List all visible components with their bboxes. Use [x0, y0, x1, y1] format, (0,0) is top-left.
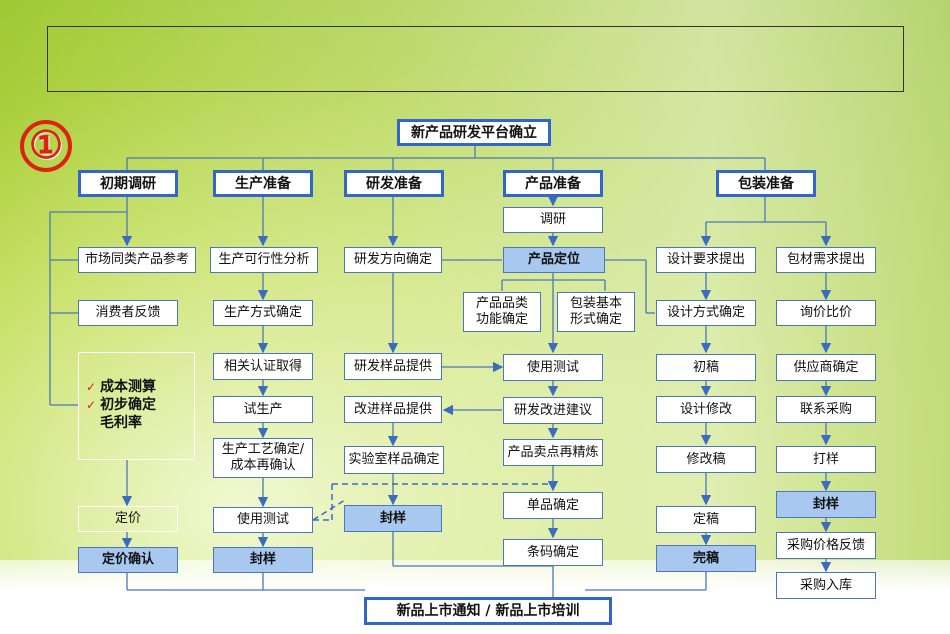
col5-right-6: 采购价格反馈: [776, 532, 876, 559]
col5-left-0: 设计要求提出: [656, 247, 756, 273]
col4-item-7: 单品确定: [503, 492, 603, 519]
check-icon: ✓: [86, 380, 97, 394]
col5-right-3: 联系采购: [776, 396, 876, 423]
step-number: ①: [20, 120, 72, 172]
col1-item-0: 市场同类产品参考: [78, 247, 196, 273]
col2-item-2: 相关认证取得: [213, 353, 313, 380]
col5-right-2: 供应商确定: [776, 354, 876, 381]
col5-head: 包装准备: [716, 170, 816, 197]
check-icon: ✓: [86, 398, 97, 412]
title-box: [47, 26, 904, 92]
col5-right-0: 包材需求提出: [776, 247, 876, 273]
col5-left-1: 设计方式确定: [656, 300, 756, 326]
col2-final: 封样: [213, 547, 313, 573]
cost-box: [78, 352, 195, 460]
col4-head: 产品准备: [503, 170, 603, 197]
bullet-1: ✓初步确定: [86, 397, 157, 413]
col5-left-2: 初稿: [656, 354, 756, 381]
col4-item-3: 包装基本形式确定: [557, 292, 635, 332]
bullet-0: ✓成本测算: [86, 379, 157, 395]
bullet-2: 毛利率: [100, 415, 142, 431]
col4-item-8: 条码确定: [503, 539, 603, 566]
col4-item-4: 使用测试: [503, 354, 603, 381]
col3-head: 研发准备: [344, 170, 444, 197]
col2-item-5: 使用测试: [213, 507, 313, 533]
col2-item-4: 生产工艺确定/成本再确认: [213, 438, 313, 478]
platform-established: 新产品研发平台确立: [397, 119, 551, 146]
col4-item-1: 产品定位: [503, 247, 605, 273]
col3-item-1: 研发样品提供: [344, 353, 442, 380]
col4-item-0: 调研: [503, 207, 603, 233]
col3-final: 封样: [344, 505, 442, 532]
col5-right-1: 询价比价: [776, 300, 876, 326]
cost-bullets: ✓成本测算 ✓初步确定 毛利率: [86, 378, 156, 432]
col5-right-4: 打样: [776, 446, 876, 473]
col5-left-5: 定稿: [656, 506, 756, 533]
col2-item-3: 试生产: [213, 396, 313, 423]
col1-item-1: 消费者反馈: [78, 300, 178, 326]
col2-head: 生产准备: [213, 170, 313, 197]
launch-notice: 新品上市通知 / 新品上市培训: [364, 597, 612, 625]
col5-left-4: 修改稿: [656, 446, 756, 473]
col1-price: 定价: [78, 506, 178, 532]
col1-head: 初期调研: [78, 170, 178, 197]
col4-item-2: 产品品类功能确定: [463, 292, 541, 332]
col3-item-3: 实验室样品确定: [344, 446, 444, 474]
col3-item-0: 研发方向确定: [344, 247, 442, 273]
col5-left-6: 完稿: [656, 545, 756, 572]
col2-item-0: 生产可行性分析: [210, 247, 318, 273]
col5-left-3: 设计修改: [656, 396, 756, 423]
col5-right-5: 封样: [776, 491, 876, 518]
col3-item-2: 改进样品提供: [344, 396, 442, 423]
col4-item-6: 产品卖点再精炼: [503, 439, 603, 466]
col1-price-confirm: 定价确认: [78, 547, 178, 573]
col4-item-5: 研发改进建议: [503, 397, 603, 424]
col5-right-7: 采购入库: [776, 572, 876, 599]
col2-item-1: 生产方式确定: [213, 300, 313, 326]
